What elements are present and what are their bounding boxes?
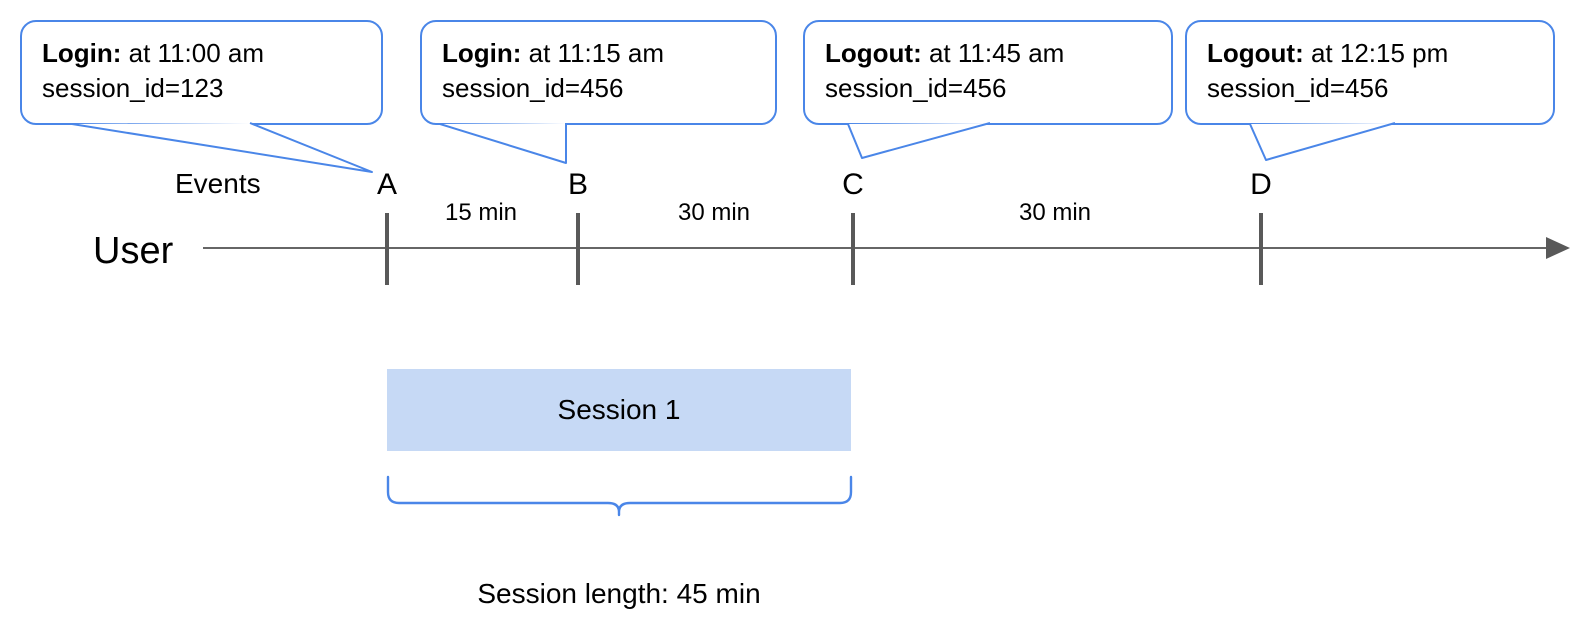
session-length-label: Session length: 45 min (477, 578, 761, 609)
timeline-axis (203, 247, 1548, 249)
events-row-label: Events (175, 168, 261, 199)
callout-session-id: session_id=456 (825, 72, 1007, 103)
callout-session-id: session_id=456 (1207, 72, 1389, 103)
marker-label-c: C (842, 168, 864, 201)
callout-time-label: at 12:15 pm (1303, 38, 1449, 68)
tick-c (851, 213, 855, 285)
session-bar-1: Session 1 (387, 369, 851, 451)
callout-login-1115: Login: at 11:15 am session_id=456 (420, 20, 777, 125)
interval-label-b-c: 30 min (677, 199, 751, 226)
callout-event-label: Login: (442, 38, 522, 68)
marker-label-b: B (567, 168, 588, 201)
callout-tail-a (71, 122, 373, 173)
callout-event-label: Logout: (825, 38, 922, 68)
marker-label-d: D (1250, 168, 1272, 201)
timeline-arrow-icon (1546, 237, 1570, 259)
callout-tail-b (439, 123, 567, 164)
callout-time-label: at 11:00 am (121, 38, 265, 68)
callout-logout-1145: Logout: at 11:45 am session_id=456 (803, 20, 1173, 125)
tick-a (385, 213, 389, 285)
callout-session-id: session_id=456 (442, 72, 624, 103)
session-bar-label: Session 1 (557, 394, 681, 425)
tick-b (576, 213, 580, 285)
user-row-label: User (93, 230, 174, 272)
callout-time-label: at 11:45 am (921, 38, 1065, 68)
callout-tail-d (1249, 122, 1396, 161)
interval-label-c-d: 30 min (1018, 199, 1092, 226)
tick-d (1259, 213, 1263, 285)
interval-label-a-b: 15 min (444, 199, 518, 226)
callout-logout-1215: Logout: at 12:15 pm session_id=456 (1185, 20, 1555, 125)
callout-time-label: at 11:15 am (521, 38, 665, 68)
callout-event-label: Login: (42, 38, 122, 68)
session-brace-path (386, 475, 853, 517)
callout-event-label: Logout: (1207, 38, 1304, 68)
marker-label-a: A (376, 168, 397, 201)
callout-tail-c (847, 122, 991, 159)
callout-session-id: session_id=123 (42, 72, 224, 103)
callout-login-1100: Login: at 11:00 am session_id=123 (20, 20, 383, 125)
